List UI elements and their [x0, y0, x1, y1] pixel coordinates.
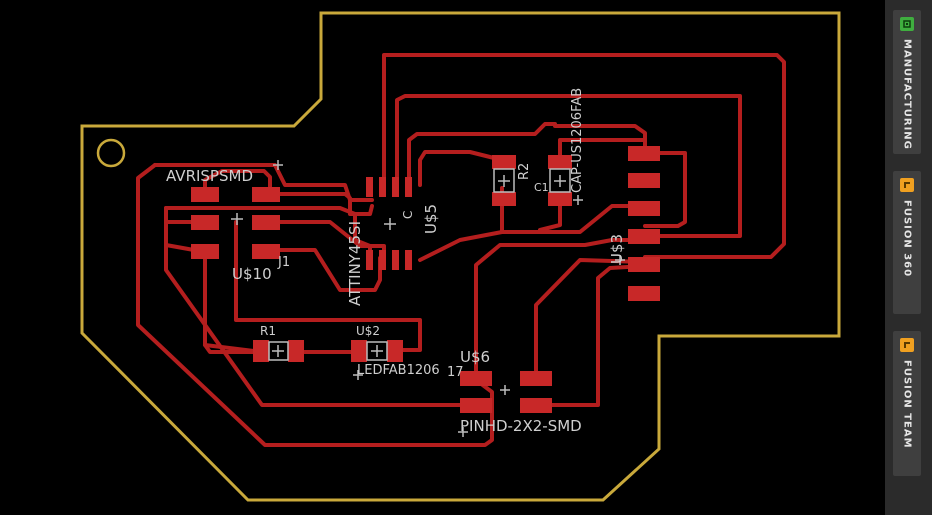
- pad: [520, 398, 552, 413]
- label-c-mark: C: [401, 211, 415, 219]
- pad-layer: [191, 146, 660, 413]
- tab-fusion-team[interactable]: FUSION TEAM: [893, 331, 921, 476]
- label-pinhd: PINHD-2X2-SMD: [460, 417, 582, 435]
- label-ledfab: LEDFAB1206: [357, 363, 440, 378]
- trace: [474, 238, 647, 382]
- pad: [628, 201, 660, 216]
- pad: [628, 286, 660, 301]
- pcb-canvas[interactable]: AVRISPSMD U$10 J1 ATTINY45SI U$5 C R2 C1…: [0, 0, 885, 515]
- trace: [382, 53, 786, 259]
- pad: [492, 192, 516, 206]
- trace: [538, 198, 562, 232]
- trace: [643, 151, 687, 228]
- trace: [534, 258, 647, 382]
- pad: [405, 177, 412, 197]
- trace: [418, 150, 504, 187]
- trace: [558, 138, 647, 162]
- pad: [253, 340, 269, 362]
- pad: [191, 244, 219, 259]
- label-us10: U$10: [232, 265, 272, 283]
- pad: [288, 340, 304, 362]
- trace: [268, 192, 374, 216]
- tab-fusion-360-label: FUSION 360: [901, 200, 913, 278]
- label-layer: AVRISPSMD U$10 J1 ATTINY45SI U$5 C R2 C1…: [166, 88, 626, 435]
- label-us3: U$3: [608, 234, 626, 264]
- component-markers: [231, 160, 625, 437]
- pad: [366, 177, 373, 197]
- fusion-team-icon: [900, 338, 914, 352]
- tab-manufacturing[interactable]: MANUFACTURING: [893, 10, 921, 154]
- trace: [203, 169, 272, 196]
- trace: [407, 122, 647, 187]
- pad: [520, 371, 552, 386]
- trace: [234, 220, 422, 352]
- trace: [395, 94, 742, 238]
- label-17: 17: [447, 365, 464, 380]
- board-outline: [80, 11, 841, 502]
- pad: [387, 340, 403, 362]
- c1-body: [549, 168, 571, 193]
- trace-layer: [136, 53, 786, 447]
- pad: [548, 192, 572, 206]
- label-us2: U$2: [356, 324, 380, 338]
- trace: [268, 248, 382, 292]
- pad: [191, 187, 219, 202]
- pad: [252, 244, 280, 259]
- pad: [252, 215, 280, 230]
- trace: [153, 163, 374, 202]
- pad: [392, 250, 399, 270]
- label-us5: U$5: [422, 204, 440, 234]
- led-body: [366, 341, 388, 361]
- pad: [351, 340, 367, 362]
- pad: [379, 177, 386, 197]
- pad: [460, 398, 492, 413]
- pad: [628, 229, 660, 244]
- pad: [405, 250, 412, 270]
- r2-body: [493, 168, 515, 193]
- label-r1: R1: [260, 324, 276, 338]
- pad: [392, 177, 399, 197]
- tab-fusion-team-label: FUSION TEAM: [901, 360, 913, 449]
- mounting-hole: [96, 138, 126, 168]
- label-j1: J1: [277, 255, 290, 270]
- pad: [628, 173, 660, 188]
- pad: [628, 257, 660, 272]
- pad: [628, 146, 660, 161]
- tab-manufacturing-label: MANUFACTURING: [901, 39, 913, 150]
- label-us6: U$6: [460, 348, 490, 366]
- trace: [203, 343, 264, 354]
- label-r2: R2: [517, 163, 532, 180]
- fusion-360-icon: [900, 178, 914, 192]
- label-c1: C1: [534, 181, 549, 194]
- manufacturing-icon: [900, 17, 914, 31]
- pad: [191, 215, 219, 230]
- right-sidebar: MANUFACTURING FUSION 360 FUSION TEAM: [885, 0, 932, 515]
- pad: [379, 250, 386, 270]
- label-attiny: ATTINY45SI: [346, 221, 364, 306]
- trace: [418, 204, 647, 262]
- label-cap: CAP-US1206FAB: [570, 88, 585, 193]
- pad: [548, 155, 572, 169]
- pad: [252, 187, 280, 202]
- pad: [460, 371, 492, 386]
- trace: [534, 264, 647, 407]
- pad: [492, 155, 516, 169]
- r1-body: [268, 341, 289, 361]
- pad: [366, 250, 373, 270]
- tab-fusion-360[interactable]: FUSION 360: [893, 171, 921, 314]
- label-avrisp: AVRISPSMD: [166, 167, 253, 185]
